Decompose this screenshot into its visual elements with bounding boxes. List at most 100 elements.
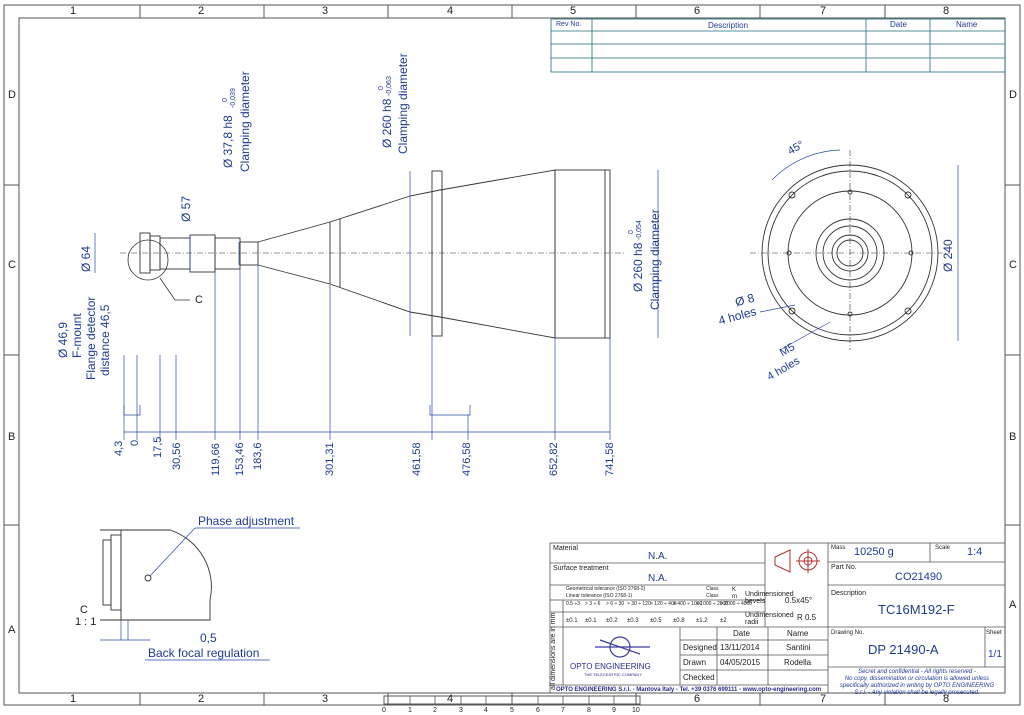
date-header: Date xyxy=(733,629,750,638)
notice-line: Secret and confidential - All rights res… xyxy=(858,669,976,675)
detail-scale: 1 : 1 xyxy=(75,616,97,628)
baseline-dim: 30,56 xyxy=(171,442,183,470)
ruler-number: 5 xyxy=(510,707,514,714)
baseline-dim: 301,31 xyxy=(324,442,336,476)
detail-ref-label: C xyxy=(195,294,203,306)
dim-d469: Ø 46,9 xyxy=(56,321,70,358)
col-label: 4 xyxy=(447,693,454,705)
ruler-number: 9 xyxy=(612,707,616,714)
ruler-number: 4 xyxy=(484,707,488,714)
row-label: B xyxy=(8,431,16,443)
col-label: 5 xyxy=(570,5,577,17)
undim-radii: Undimensioned radii xyxy=(745,612,794,626)
dim-fmount: F-mount xyxy=(70,313,84,358)
drawn-name: Rodella xyxy=(784,658,812,667)
baseline-dim: 476,58 xyxy=(461,442,473,476)
dim-d260a-tol-upper: 0 xyxy=(378,86,385,90)
rev-name-header: Name xyxy=(956,20,978,29)
ruler-number: 7 xyxy=(561,707,565,714)
row-label: D xyxy=(1009,89,1017,101)
class-label: Class xyxy=(706,593,719,599)
tol-range: > 30 ÷ 120 xyxy=(627,601,651,607)
baseline-dim: 119,66 xyxy=(210,443,222,476)
confidentiality-notice: Secret and confidential - All rights res… xyxy=(830,669,1004,697)
partno-label: Part No. xyxy=(831,564,857,571)
company-logo-text: OPTO ENGINEERING xyxy=(570,662,651,671)
gap-dim: 0,5 xyxy=(200,631,217,645)
dim-d260a: Ø 260 h8 xyxy=(380,98,394,148)
back-focal-label: Back focal regulation xyxy=(148,646,260,660)
tol-value: ±0.3 xyxy=(627,618,639,624)
col-label: 3 xyxy=(322,693,329,705)
col-label: 7 xyxy=(820,693,827,705)
detail-letter: C xyxy=(80,604,88,616)
row-label: C xyxy=(1009,259,1017,271)
dim-d260a-tol-lower: -0,063 xyxy=(386,76,393,96)
baseline-dim: 4,3 xyxy=(113,440,125,456)
phase-adjustment-label: Phase adjustment xyxy=(198,514,295,528)
tol-range: 0.5 ÷3 xyxy=(566,601,580,607)
sheet-label: Sheet xyxy=(986,630,1002,636)
ruler-number: 10 xyxy=(632,707,640,714)
company-footer: OPTO ENGINEERING S.r.l. - Mantova Italy … xyxy=(556,687,822,693)
undim-bevels: Undimensioned bevels xyxy=(745,591,794,605)
company-tagline: THE TELECENTRIC COMPANY xyxy=(584,672,642,677)
ruler-number: 0 xyxy=(382,707,386,714)
material-value: N.A. xyxy=(648,551,668,562)
baseline-dim: 153,46 xyxy=(234,442,246,476)
col-label: 7 xyxy=(820,5,827,17)
dim-d37-tol-upper: 0 xyxy=(222,98,229,102)
row-label: A xyxy=(8,624,16,636)
tol-value: ±0.1 xyxy=(566,618,578,624)
name-header: Name xyxy=(787,629,809,638)
rev-date-header: Date xyxy=(890,20,907,29)
tol-range: > 3 ÷ 6 xyxy=(585,601,601,607)
designed-date: 13/11/2014 xyxy=(720,643,760,652)
tol-range: > 6 ÷ 30 xyxy=(606,601,625,607)
tol-range: > 2000 ÷ 4000 xyxy=(720,601,753,607)
surface-value: N.A. xyxy=(648,573,668,584)
designed-name: Santini xyxy=(786,643,811,652)
dim-d240: Ø 240 xyxy=(941,239,955,272)
material-label: Material xyxy=(553,545,578,552)
ruler-number: 6 xyxy=(536,707,540,714)
tol-value: ±0.1 xyxy=(585,618,597,624)
mass-label: Mass xyxy=(831,545,846,551)
dim-d57: Ø 57 xyxy=(179,195,193,222)
col-label: 6 xyxy=(694,693,701,705)
surface-label: Surface treatment xyxy=(553,565,609,572)
dim-d260b-tol-upper: 0 xyxy=(628,230,635,234)
scale-value: 1:4 xyxy=(967,546,983,558)
dim-d64: Ø 64 xyxy=(79,245,93,272)
baseline-dim: 0 xyxy=(129,439,141,446)
scale-label: Scale xyxy=(935,545,951,551)
partno-value: CO21490 xyxy=(895,571,943,583)
ruler-number: 8 xyxy=(587,707,591,714)
dim-clamp-1: Clamping diameter xyxy=(238,71,252,172)
notice-line: specifically authorized in writing by OP… xyxy=(839,683,995,689)
col-label: 2 xyxy=(198,5,205,17)
geo-tol-label: Geometrical tolerance (ISO 2768-2) xyxy=(566,586,646,592)
designed-label: Designed xyxy=(683,643,717,652)
class-k: K xyxy=(732,587,737,593)
tol-value: ±0.2 xyxy=(606,618,618,624)
col-label: 8 xyxy=(943,5,950,17)
mass-value: 10250 g xyxy=(854,546,894,558)
dim-d260b-tol-lower: -0,054 xyxy=(636,220,643,240)
dim-distance: distance 46,5 xyxy=(98,304,112,376)
notice-line: No copy, dissemination or circulation is… xyxy=(844,676,990,682)
radii-value: R 0.5 xyxy=(797,613,817,622)
baseline-dim: 741,58 xyxy=(604,442,616,476)
row-label: D xyxy=(8,89,16,101)
col-label: 4 xyxy=(447,5,454,17)
baseline-dim: 461,58 xyxy=(411,442,423,476)
drawing-no-label: Drawing No. xyxy=(831,630,865,636)
drawn-date: 04/05/2015 xyxy=(720,658,761,667)
drawing-no-value: DP 21490-A xyxy=(868,642,939,657)
bevel-value: 0.5x45° xyxy=(785,596,813,605)
dim-flange: Flange detector xyxy=(84,296,98,380)
class-m: m xyxy=(732,594,737,600)
tol-value: ±1.2 xyxy=(696,618,708,624)
